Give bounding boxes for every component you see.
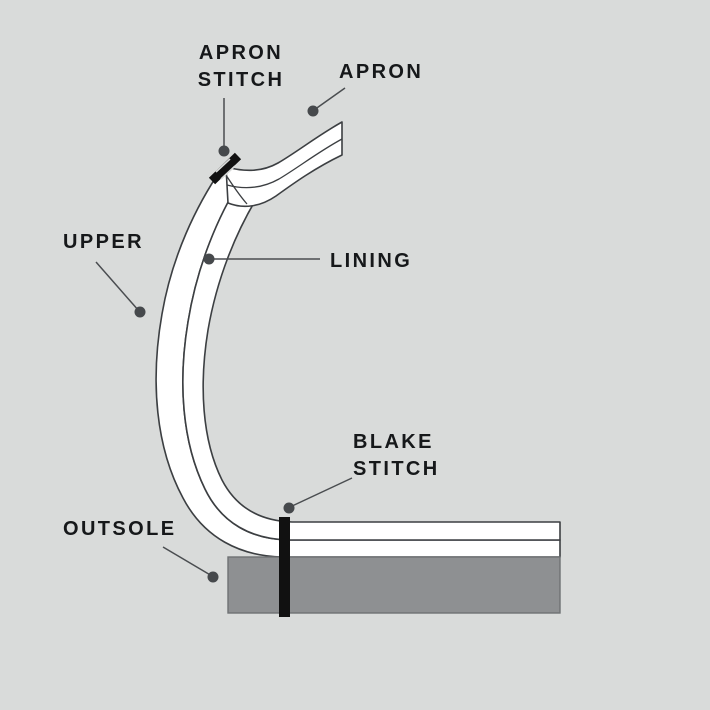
outsole-slab [227, 556, 561, 614]
dot-apron-stitch [218, 145, 230, 157]
label-lining: LINING [330, 250, 413, 272]
dot-upper [134, 306, 146, 318]
shoe-cross-section [155, 121, 561, 617]
apron-stitch-mark [208, 152, 242, 185]
leader-apron [313, 87, 346, 111]
dot-apron [307, 105, 319, 117]
leader-dots [134, 105, 319, 583]
dot-outsole [207, 571, 219, 583]
apron-to-upper-seam [223, 171, 248, 205]
label-blake-stitch: BLAKE STITCH [353, 431, 440, 480]
label-upper: UPPER [63, 231, 144, 253]
blake-stitch-bar [279, 517, 290, 617]
dot-blake-stitch [283, 502, 295, 514]
label-apron: APRON [339, 61, 424, 83]
apron-seam-line [226, 138, 343, 189]
leader-upper [95, 261, 140, 312]
leader-lines [95, 87, 353, 577]
apron-band [225, 121, 343, 208]
leader-blake-stitch [289, 477, 353, 508]
dot-lining [203, 253, 215, 265]
label-outsole: OUTSOLE [63, 518, 177, 540]
label-apron-stitch: APRON STITCH [197, 42, 285, 91]
leader-outsole [162, 546, 213, 577]
lining-band [182, 179, 561, 541]
